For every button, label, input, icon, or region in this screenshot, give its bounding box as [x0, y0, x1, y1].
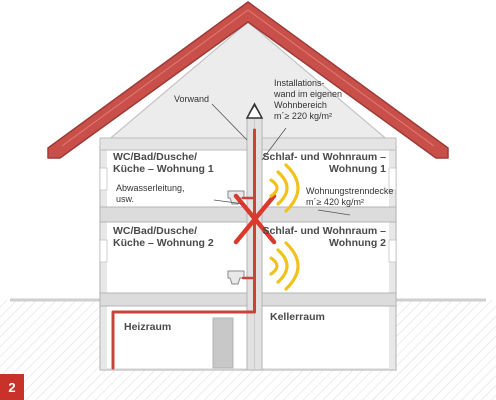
leader-lines — [211, 103, 351, 216]
svg-text:Schlaf- und Wohnraum –: Schlaf- und Wohnraum – — [263, 225, 387, 237]
room-lower-left-label: WC/Bad/Dusche/ Küche – Wohnung 2 — [113, 225, 214, 249]
svg-text:m´≥ 420 kg/m²: m´≥ 420 kg/m² — [306, 197, 364, 207]
svg-text:Wohnbereich: Wohnbereich — [274, 100, 327, 110]
svg-text:Wohnung 1: Wohnung 1 — [329, 163, 386, 175]
abwasser-label: Abwasserleitung, usw. — [116, 183, 185, 204]
svg-text:WC/Bad/Dusche/: WC/Bad/Dusche/ — [113, 151, 197, 163]
room-lower-right-label: Schlaf- und Wohnraum – Wohnung 2 — [263, 225, 387, 249]
svg-text:Küche – Wohnung 2: Küche – Wohnung 2 — [113, 237, 214, 249]
trenndecke-label: Wohnungstrenndecke m´≥ 420 kg/m² — [306, 186, 393, 207]
svg-text:Abwasserleitung,: Abwasserleitung, — [116, 183, 185, 193]
vorwand-label: Vorwand — [174, 94, 209, 104]
roof — [47, 1, 449, 159]
heizraum-label: Heizraum — [124, 321, 171, 333]
svg-text:m´≥ 220 kg/m²: m´≥ 220 kg/m² — [274, 111, 332, 121]
sound-waves-upper-icon — [269, 163, 300, 213]
kellerraum-label: Kellerraum — [270, 311, 325, 323]
svg-text:Installations-: Installations- — [274, 78, 325, 88]
installationswand-label: Installations- wand im eigenen Wohnberei… — [273, 78, 342, 121]
svg-text:Wohnungstrenndecke: Wohnungstrenndecke — [306, 186, 393, 196]
svg-text:WC/Bad/Dusche/: WC/Bad/Dusche/ — [113, 225, 197, 237]
house-body — [98, 21, 398, 371]
room-upper-right-label: Schlaf- und Wohnraum – Wohnung 1 — [263, 151, 387, 175]
svg-text:wand im eigenen: wand im eigenen — [273, 89, 342, 99]
sound-waves-lower-icon — [269, 241, 300, 291]
vent-cap-icon — [245, 102, 264, 119]
figure-number-badge: 2 — [0, 374, 24, 400]
room-upper-left-label: WC/Bad/Dusche/ Küche – Wohnung 1 — [113, 151, 214, 175]
svg-text:Schlaf- und Wohnraum –: Schlaf- und Wohnraum – — [263, 151, 387, 163]
svg-text:Wohnung 2: Wohnung 2 — [329, 237, 386, 249]
svg-text:usw.: usw. — [116, 194, 134, 204]
svg-text:2: 2 — [8, 380, 15, 395]
svg-text:Küche – Wohnung 1: Küche – Wohnung 1 — [113, 163, 214, 175]
